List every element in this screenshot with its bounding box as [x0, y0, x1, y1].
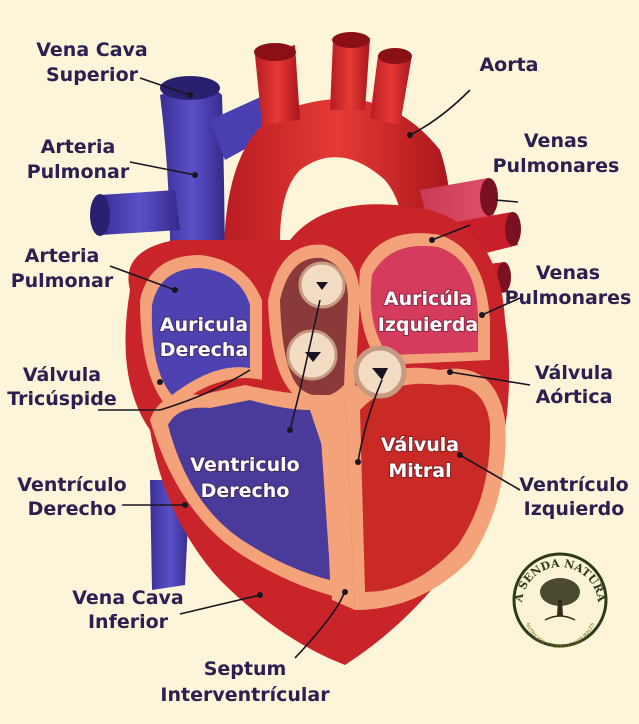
label-valvula-aortica: Válvula Aórtica: [535, 362, 613, 408]
svg-text:Izquierda: Izquierda: [378, 314, 478, 336]
label-valvula-tricuspide: Válvula Tricúspide: [7, 364, 116, 410]
label-auricula-derecha: Auricula Derecha: [159, 313, 250, 362]
svg-text:Superior: Superior: [46, 64, 139, 86]
svg-text:Derecho: Derecho: [201, 480, 290, 502]
svg-text:Pulmonar: Pulmonar: [27, 161, 130, 183]
svg-text:Vena Cava: Vena Cava: [72, 587, 184, 609]
label-auricula-izquierda: Auricúla Izquierda: [377, 287, 479, 337]
label-ventriculo-izquierdo: Ventrículo Izquierdo: [519, 474, 628, 520]
svg-text:Derecha: Derecha: [160, 339, 249, 361]
svg-text:Mitral: Mitral: [388, 460, 451, 482]
svg-text:Auricúla: Auricúla: [384, 288, 472, 310]
leader-lines: [98, 77, 531, 659]
svg-text:Venas: Venas: [536, 262, 600, 284]
septum-wall: [318, 395, 355, 610]
label-septum: Septum Interventrícular: [160, 658, 330, 706]
svg-text:Aorta: Aorta: [479, 54, 538, 76]
svg-text:Derecho: Derecho: [28, 498, 117, 520]
svg-text:Válvula: Válvula: [535, 362, 613, 384]
label-venas-pulmonares-lower: Venas Pulmonares: [505, 262, 632, 309]
aorta-arch: [223, 32, 450, 300]
pulmonary-artery-left: [90, 95, 280, 236]
label-vena-cava-superior: Vena Cava Superior: [36, 39, 148, 86]
label-ventriculo-derecho-inner: Ventriculo Derecho: [189, 453, 300, 503]
valves: [286, 261, 407, 399]
tree-icon: [540, 578, 580, 621]
svg-text:Auricula: Auricula: [160, 314, 248, 336]
svg-text:Aórtica: Aórtica: [536, 386, 613, 408]
svg-text:Pulmonares: Pulmonares: [493, 155, 620, 177]
svg-text:Interventrícular: Interventrícular: [160, 684, 330, 706]
svg-text:Ventrículo: Ventrículo: [17, 474, 126, 496]
svg-text:Inferior: Inferior: [88, 611, 169, 633]
label-venas-pulmonares-upper: Venas Pulmonares: [493, 130, 620, 177]
svg-text:Tricúspide: Tricúspide: [7, 388, 116, 410]
svg-text:Venas: Venas: [524, 130, 588, 152]
label-arteria-pulmonar-upper: Arteria Pulmonar: [27, 136, 130, 183]
svg-text:Pulmonares: Pulmonares: [505, 287, 632, 309]
svg-text:Válvula: Válvula: [23, 364, 101, 386]
svg-text:Pulmonar: Pulmonar: [11, 270, 114, 292]
label-vena-cava-inferior: Vena Cava Inferior: [72, 587, 184, 633]
svg-text:Arteria: Arteria: [25, 245, 100, 267]
label-arteria-pulmonar-lower: Arteria Pulmonar: [11, 245, 114, 292]
svg-text:Arteria: Arteria: [41, 136, 116, 158]
svg-text:Septum: Septum: [204, 658, 287, 680]
svg-text:Ventrículo: Ventrículo: [519, 474, 628, 496]
label-ventriculo-derecho: Ventrículo Derecho: [17, 474, 126, 520]
label-aorta: Aorta: [479, 54, 538, 76]
svg-text:Válvula: Válvula: [381, 434, 459, 456]
svg-text:Izquierdo: Izquierdo: [524, 498, 625, 520]
svg-text:Ventriculo: Ventriculo: [190, 454, 299, 476]
svg-text:Vena Cava: Vena Cava: [36, 39, 148, 61]
label-valvula-mitral: Válvula Mitral: [380, 433, 460, 483]
